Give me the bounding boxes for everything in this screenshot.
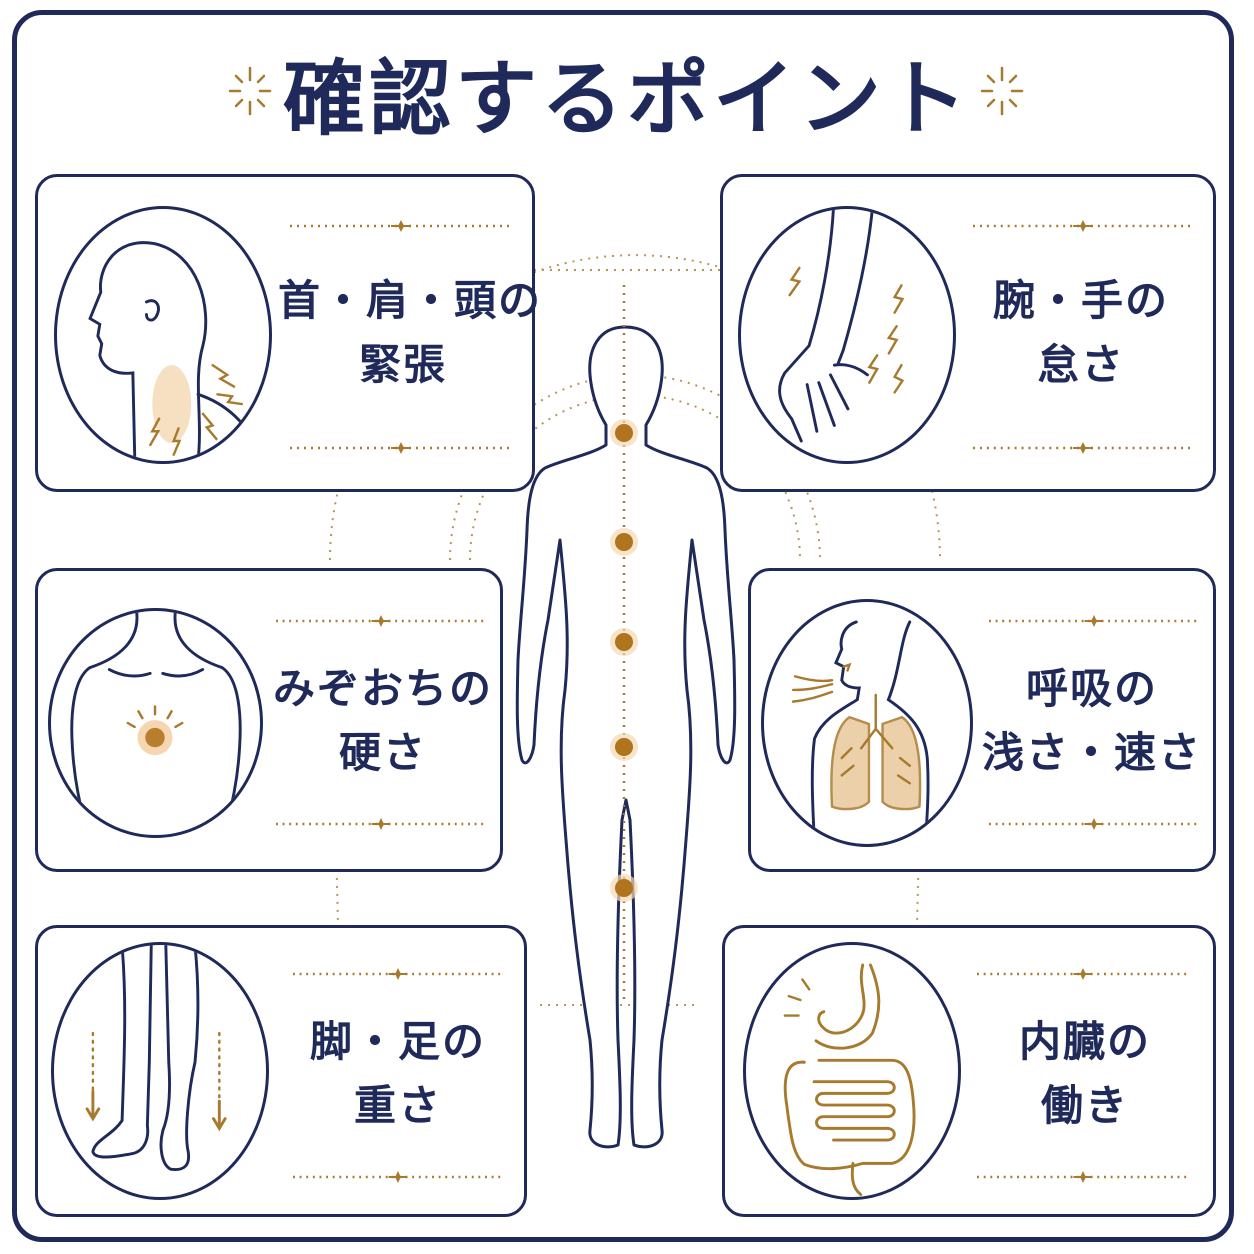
ornament-line-bottom [276,818,486,830]
sparkle-left-icon [228,66,272,116]
legs-feet-icon [51,942,269,1200]
intestine-icon [743,942,961,1200]
point-label: みぞおちの硬さ [272,664,493,777]
ornament-line-top [977,968,1189,980]
sparkle-right-icon [980,66,1024,116]
point-label: 脚・足の重さ [309,1017,486,1130]
point-card-solar-plexus: みぞおちの硬さ [35,568,503,872]
point-card-breathing: 呼吸の浅さ・速さ [748,568,1216,872]
page-title: 確認するポイント [282,51,971,147]
point-card-legs: 脚・足の重さ [35,925,527,1217]
ornament-line-top [293,968,503,980]
arm-hand-icon [738,206,956,464]
ornament-line-bottom [977,1171,1189,1183]
neck-shoulder-icon [54,206,272,464]
ornament-line-top [989,615,1199,627]
ornament-line-top [973,220,1193,232]
point-label: 内臓の働き [1018,1017,1151,1130]
solar-plexus-icon [48,608,263,838]
ornament-line-top [276,615,486,627]
point-label: 呼吸の浅さ・速さ [981,664,1202,777]
ornament-line-bottom [293,1171,503,1183]
ornament-line-bottom [973,442,1193,454]
point-card-organs: 内臓の働き [722,925,1216,1217]
ornament-line-top [290,220,512,232]
lungs-icon [761,599,973,847]
point-label: 腕・手の怠さ [992,276,1169,389]
ornament-line-bottom [290,442,512,454]
ornament-line-bottom [989,818,1199,830]
point-card-neck: 首・肩・頭の緊張 [35,174,543,492]
point-card-arm: 腕・手の怠さ [720,174,1216,492]
point-label: 首・肩・頭の緊張 [278,276,543,389]
